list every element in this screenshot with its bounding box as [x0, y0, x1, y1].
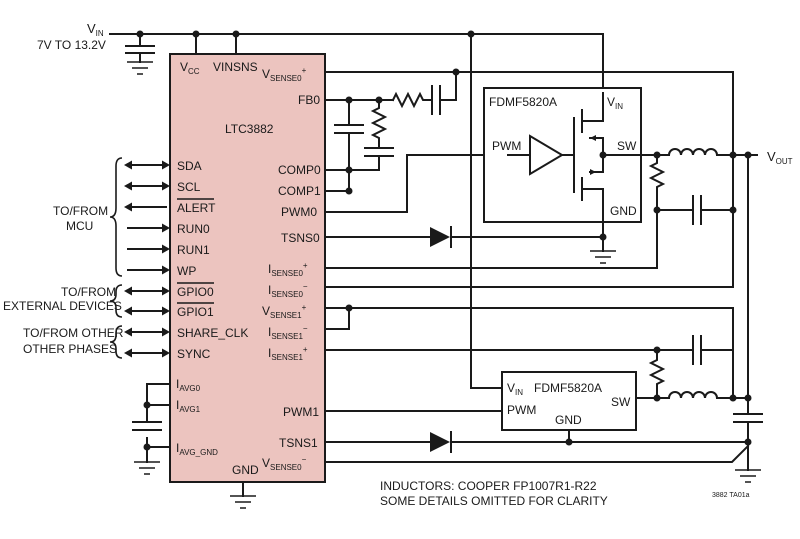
pin-iavg0: IAVG0 — [176, 377, 201, 393]
phase-label-line1: TO/FROM OTHER — [23, 326, 124, 340]
tsns1-diode — [430, 432, 450, 452]
left-pin-group: SDA SCL ALERT RUN0 RUN1 WP GPIO0 GPIO1 S… — [177, 159, 248, 361]
dcr-resistor-1 — [648, 349, 666, 399]
driver-bottom-name: FDMF5820A — [534, 381, 602, 395]
input-capacitor — [125, 45, 155, 63]
mcu-brace — [109, 157, 123, 277]
pin-gpio1: GPIO1 — [177, 305, 214, 319]
pin-gpio0: GPIO0 — [177, 285, 214, 299]
vout-label: VOUT — [767, 149, 793, 166]
dcr-capacitor-0 — [692, 195, 702, 225]
iavg-ground-symbol — [134, 461, 160, 475]
pin-fb0: FB0 — [298, 93, 320, 107]
pin-run1: RUN1 — [177, 243, 210, 257]
driver-top-vin: VIN — [607, 95, 623, 111]
driver-bottom-sw: SW — [611, 395, 631, 409]
pin-iavg1: IAVG1 — [176, 398, 201, 414]
note-omitted: SOME DETAILS OMITTED FOR CLARITY — [380, 494, 608, 508]
figure-id: 3882 TA01a — [712, 492, 750, 499]
pin-comp0: COMP0 — [278, 163, 321, 177]
driver-top-sw: SW — [617, 139, 637, 153]
pin-wp: WP — [177, 264, 196, 278]
ltc3882-chip-body — [169, 53, 326, 483]
phase-label-line2: OTHER PHASES — [23, 342, 117, 356]
vin-label: VIN — [87, 21, 104, 38]
driver-bottom-gnd: GND — [555, 413, 582, 427]
pin-vinsns: VINSNS — [213, 60, 258, 74]
inductor-1 — [667, 391, 719, 400]
vin-rail — [109, 33, 604, 94]
driver-top-gnd: GND — [610, 204, 637, 218]
tsns0-diode — [430, 227, 450, 247]
pin-share-clk: SHARE_CLK — [177, 326, 248, 340]
pin-tsns0: TSNS0 — [281, 231, 320, 245]
pin-pwm1: PWM1 — [283, 405, 319, 419]
vin-range-label: 7V TO 13.2V — [37, 38, 106, 52]
pin-scl: SCL — [177, 180, 201, 194]
pin-pwm0: PWM0 — [281, 205, 317, 219]
left-signal-arrows — [124, 160, 170, 358]
iavg-capacitor — [132, 421, 162, 431]
inductor-0 — [667, 148, 719, 157]
fb0-capacitor — [431, 71, 457, 115]
phase-brace — [109, 325, 123, 359]
pin-isense1-minus: ISENSE1− — [268, 324, 308, 341]
comp-resistor — [364, 99, 394, 171]
pin-alert: ALERT — [177, 201, 216, 215]
pin-comp1: COMP1 — [278, 184, 321, 198]
pin-isense1-plus: ISENSE1+ — [268, 345, 308, 362]
driver-bottom-vin: VIN — [507, 381, 523, 397]
ext-label-line1: TO/FROM — [61, 285, 116, 299]
pin-vsense1-plus: VSENSE1+ — [262, 303, 307, 320]
driver-top-ground-symbol — [590, 250, 616, 264]
note-inductors: INDUCTORS: COOPER FP1007R1-R22 — [380, 479, 597, 493]
fb0-resistor — [391, 91, 433, 109]
pin-vcc: VCC — [180, 60, 200, 76]
pin-sda: SDA — [177, 159, 202, 173]
output-capacitor — [733, 397, 763, 471]
driver-bottom-pwm: PWM — [507, 403, 536, 417]
pin-gnd: GND — [232, 463, 259, 477]
output-ground-symbol — [735, 469, 761, 483]
input-ground-symbol — [127, 61, 153, 75]
pin-sync: SYNC — [177, 347, 211, 361]
pin-tsns1: TSNS1 — [279, 436, 318, 450]
driver-bottom-box — [501, 371, 637, 431]
pin-run0: RUN0 — [177, 222, 210, 236]
pin-iavg-gnd: IAVG_GND — [176, 441, 218, 457]
dcr-resistor-0 — [648, 154, 666, 211]
mcu-label-line2: MCU — [66, 219, 93, 233]
pin-vsense0-minus: VSENSE0− — [262, 455, 307, 472]
pin-vsense0-plus: VSENSE0+ — [262, 66, 307, 83]
driver-top-name: FDMF5820A — [489, 95, 557, 109]
mcu-label-line1: TO/FROM — [53, 204, 108, 218]
ext-label-line2: EXTERNAL DEVICES — [3, 299, 122, 313]
driver-top-pwm: PWM — [492, 139, 521, 153]
dcr-capacitor-1 — [692, 335, 702, 365]
pin-isense0-plus: ISENSE0+ — [268, 261, 308, 278]
ext-brace — [109, 284, 123, 318]
chip-name: LTC3882 — [225, 122, 274, 136]
comp-capacitor-1 — [334, 99, 364, 171]
pin-isense0-minus: ISENSE0− — [268, 282, 308, 299]
chip-ground-symbol — [230, 495, 256, 509]
